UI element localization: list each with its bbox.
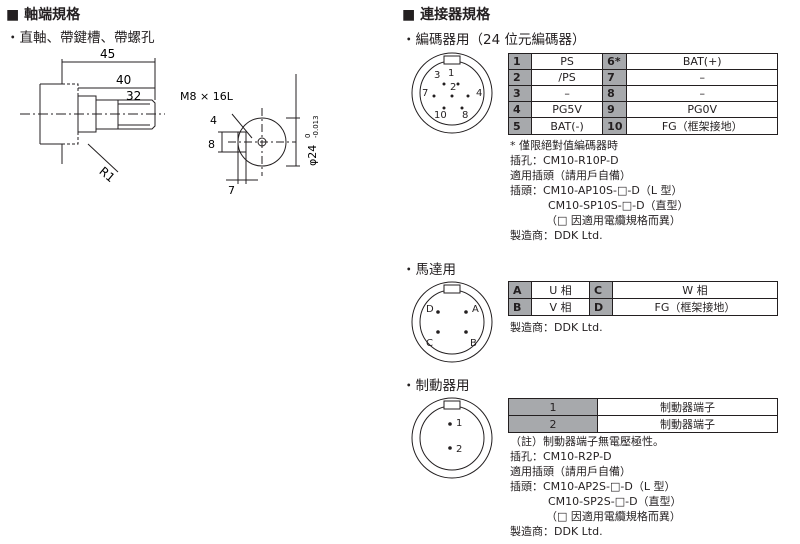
svg-text:B: B	[470, 338, 477, 349]
encoder-connector-face: 3 1 7 2 4 10 8	[411, 52, 493, 134]
motor-connector-face: D A C B	[411, 281, 493, 363]
dim-tol-bottom: -0.013	[312, 115, 320, 138]
svg-text:2: 2	[456, 444, 462, 455]
encoder-title: ・編碼器用（24 位元編碼器）	[402, 32, 586, 48]
svg-text:3: 3	[434, 70, 440, 81]
svg-text:8: 8	[462, 110, 468, 121]
motor-maker: 製造商：DDK Ltd.	[510, 321, 603, 334]
svg-text:1: 1	[448, 68, 454, 79]
connector-heading: ■ 連接器規格	[402, 7, 491, 23]
svg-text:1: 1	[456, 418, 462, 429]
shaft-drawing: 45 40 32 R1 M8 × 16L 4 8 7 φ24 0 -0.013	[20, 47, 320, 194]
dim-32: 32	[126, 89, 141, 103]
dim-45: 45	[100, 47, 115, 61]
svg-text:4: 4	[476, 88, 482, 99]
encoder-pin-labels: 3 1 7 2 4 10 8	[422, 68, 482, 121]
svg-text:C: C	[426, 338, 433, 349]
dim-diameter: φ24	[306, 145, 319, 166]
dim-4: 4	[210, 114, 217, 127]
brake-title: ・制動器用	[402, 378, 470, 394]
shaft-subheading: ・直軸、帶鍵槽、帶螺孔	[6, 30, 155, 46]
svg-text:7: 7	[422, 88, 428, 99]
motor-title: ・馬達用	[402, 262, 456, 278]
table-row: 3–8–	[508, 85, 778, 102]
svg-text:A: A	[472, 304, 479, 315]
svg-text:D: D	[426, 304, 434, 315]
dim-tol-top: 0	[304, 134, 312, 138]
dim-r1: R1	[96, 164, 117, 185]
dim-m8: M8 × 16L	[180, 90, 234, 103]
dim-8: 8	[208, 138, 215, 151]
brake-connector-face: 1 2	[411, 397, 493, 479]
brake-pin-labels: 1 2	[456, 418, 462, 455]
svg-text:2: 2	[450, 82, 456, 93]
svg-text:10: 10	[434, 110, 447, 121]
dim-7: 7	[228, 184, 235, 194]
motor-pin-labels: D A C B	[426, 304, 479, 349]
shaft-heading: ■ 軸端規格	[6, 7, 81, 23]
brake-notes: （註）制動器端子無電壓極性。 插孔：CM10-R2P-D 適用插頭（請用戶自備）…	[510, 435, 682, 538]
encoder-notes: * 僅限絕對值編碼器時 插孔：CM10-R10P-D 適用插頭（請用戶自備） 插…	[510, 139, 689, 242]
dim-40: 40	[116, 73, 131, 87]
